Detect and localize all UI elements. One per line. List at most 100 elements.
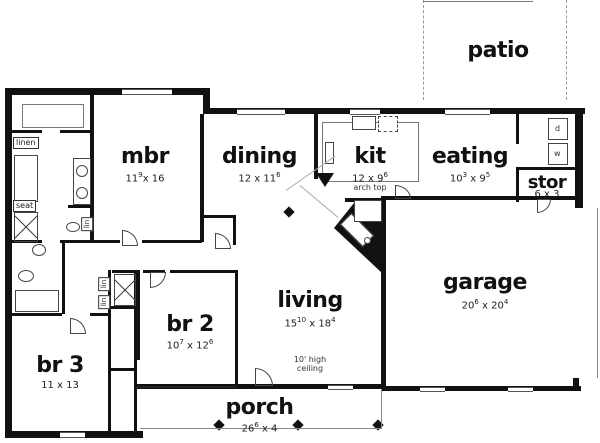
wall bbox=[200, 114, 204, 242]
wall bbox=[170, 270, 238, 273]
wall bbox=[142, 240, 202, 243]
wall bbox=[12, 130, 42, 133]
porch-edge bbox=[140, 428, 382, 429]
sink-icon bbox=[32, 244, 46, 256]
lin-label-hall: lin bbox=[98, 276, 111, 292]
room-dims-living: 1510 x 184 bbox=[284, 316, 336, 330]
room-dims-dining: 12 x 116 bbox=[238, 171, 281, 185]
bathtub bbox=[15, 290, 59, 312]
wall bbox=[203, 215, 236, 218]
wall bbox=[5, 88, 210, 95]
window bbox=[350, 109, 380, 115]
dishwasher bbox=[378, 116, 398, 132]
dryer-label: d bbox=[555, 124, 561, 133]
room-label-garage: garage bbox=[443, 270, 527, 295]
wall bbox=[68, 205, 92, 208]
room-dims-garage: 206 x 204 bbox=[461, 298, 509, 312]
lin-label-hall: lin bbox=[98, 294, 111, 310]
wall bbox=[314, 114, 318, 179]
cooktop bbox=[325, 142, 334, 164]
wall bbox=[516, 167, 519, 202]
washer-label: w bbox=[554, 149, 561, 158]
wall bbox=[573, 378, 579, 391]
ceiling-note-line2: ceiling bbox=[296, 364, 324, 373]
wall bbox=[112, 270, 138, 273]
lin-label-mbr: lin bbox=[81, 216, 94, 232]
dryer: d bbox=[548, 118, 568, 140]
room-label-dining: dining bbox=[222, 144, 297, 169]
wall bbox=[235, 270, 238, 388]
wall bbox=[108, 368, 136, 371]
room-label-eating: eating bbox=[431, 144, 509, 169]
sink-icon bbox=[76, 165, 88, 177]
room-label-porch: porch bbox=[225, 395, 294, 420]
room-label-stor: stor bbox=[527, 172, 567, 193]
room-label-mbr: mbr bbox=[120, 144, 170, 169]
door-swing bbox=[255, 368, 273, 386]
door-swing bbox=[537, 199, 551, 213]
patio-outline bbox=[423, 0, 567, 100]
room-label-living: living bbox=[277, 288, 343, 313]
wall bbox=[381, 198, 385, 258]
toilet-icon bbox=[66, 222, 80, 232]
toilet-icon bbox=[18, 270, 34, 282]
porch-edge bbox=[381, 389, 382, 429]
wall bbox=[134, 270, 137, 434]
wall bbox=[233, 215, 236, 245]
window bbox=[60, 432, 85, 438]
wall bbox=[137, 270, 140, 360]
window bbox=[237, 109, 285, 115]
wall bbox=[381, 198, 386, 390]
wall bbox=[516, 114, 519, 144]
ceiling-note-line1: 10' high bbox=[293, 355, 327, 364]
wall bbox=[12, 313, 62, 316]
room-dims-stor: 6 x 3 bbox=[534, 189, 560, 200]
wall bbox=[60, 240, 120, 243]
wall bbox=[90, 313, 110, 316]
window bbox=[328, 385, 353, 390]
room-label-patio: patio bbox=[467, 38, 529, 63]
room-label-kit: kit bbox=[354, 144, 386, 169]
door-swing bbox=[122, 230, 138, 246]
door-swing bbox=[150, 272, 166, 288]
room-dims-mbr: 119x 16 bbox=[125, 171, 165, 185]
wall bbox=[381, 386, 581, 391]
linen-closet bbox=[114, 274, 136, 306]
door-swing bbox=[215, 233, 231, 249]
wall bbox=[203, 88, 210, 113]
wall bbox=[137, 384, 385, 389]
wall bbox=[575, 108, 583, 208]
wall bbox=[90, 155, 94, 240]
arch-top-note: arch top bbox=[353, 183, 387, 192]
wall bbox=[90, 95, 94, 155]
kitchen-sink bbox=[352, 116, 376, 130]
garage-door-line bbox=[597, 208, 598, 378]
room-dims-porch: 266 x 4 bbox=[241, 421, 278, 435]
wall bbox=[137, 386, 237, 388]
column bbox=[283, 206, 295, 218]
linen-label: linen bbox=[13, 137, 39, 149]
room-dims-eating: 103 x 95 bbox=[449, 171, 491, 185]
wall bbox=[108, 270, 111, 434]
window bbox=[508, 387, 533, 392]
room-label-br2: br 2 bbox=[166, 312, 214, 337]
wall bbox=[516, 167, 578, 170]
bathtub bbox=[14, 155, 38, 202]
pantry-box bbox=[354, 200, 382, 222]
wall bbox=[108, 306, 136, 309]
arch-line bbox=[299, 185, 339, 219]
room-label-br3: br 3 bbox=[36, 353, 84, 378]
washer: w bbox=[548, 143, 568, 165]
window bbox=[122, 89, 172, 95]
fireplace-icon bbox=[364, 237, 371, 244]
room-dims-br3: 11 x 13 bbox=[41, 380, 79, 391]
shower bbox=[14, 212, 38, 242]
wall bbox=[143, 270, 165, 273]
wall bbox=[62, 242, 65, 314]
seat-label: seat bbox=[13, 200, 37, 212]
wall bbox=[5, 88, 12, 438]
wall bbox=[60, 130, 92, 133]
patio-top-edge bbox=[423, 1, 533, 2]
closet-shelf bbox=[22, 104, 84, 128]
